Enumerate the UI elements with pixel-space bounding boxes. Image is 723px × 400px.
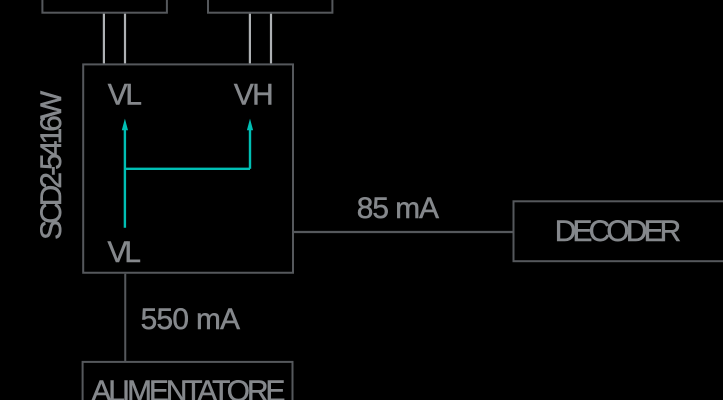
svg-text:VL: VL — [108, 79, 142, 112]
svg-text:VH: VH — [234, 79, 274, 112]
svg-text:85 mA: 85 mA — [357, 192, 439, 225]
svg-text:SCD2-5416W: SCD2-5416W — [35, 90, 68, 240]
svg-text:ALIMENTATORE: ALIMENTATORE — [91, 375, 285, 400]
svg-text:VL: VL — [108, 236, 142, 269]
svg-text:550 mA: 550 mA — [141, 303, 241, 336]
svg-text:DECODER: DECODER — [555, 215, 681, 248]
